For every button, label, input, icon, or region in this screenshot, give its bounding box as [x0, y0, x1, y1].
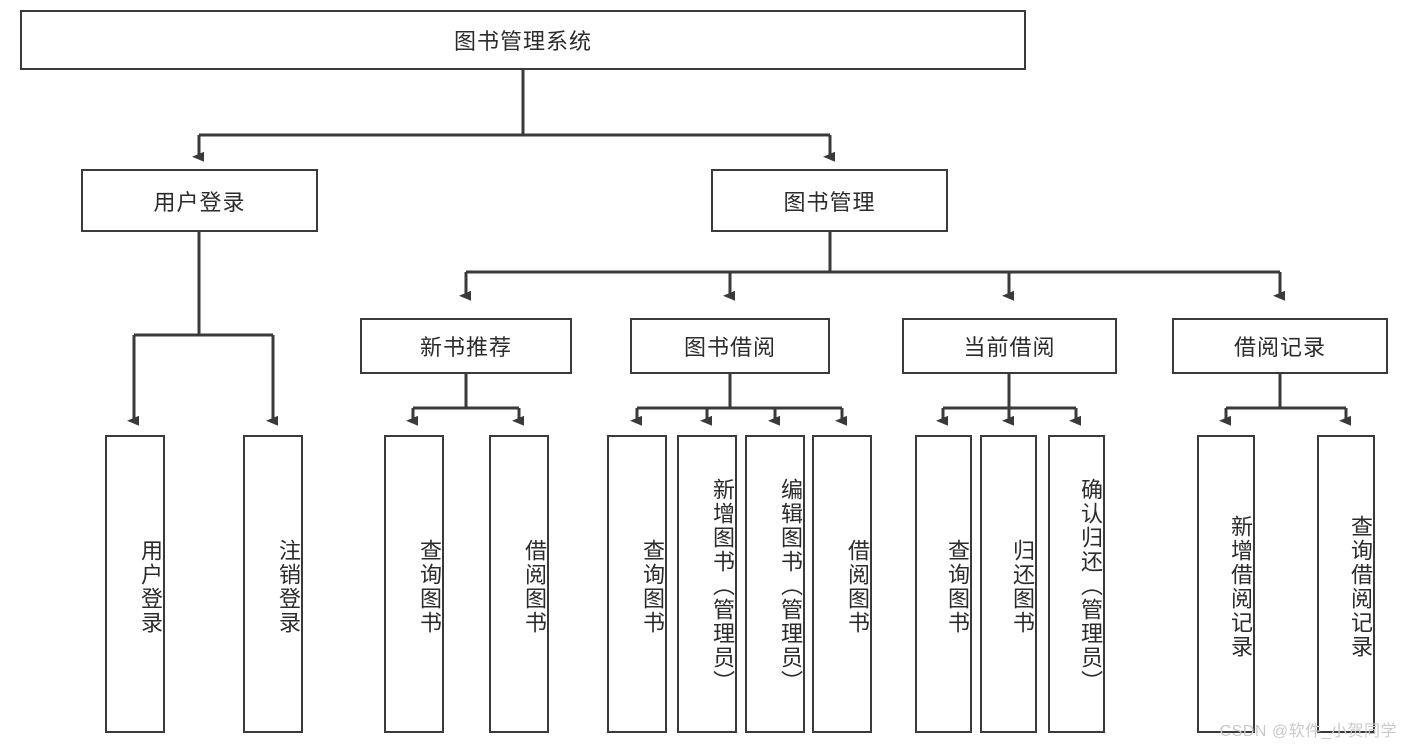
node-label: 图书管理系统 [453, 29, 592, 54]
leaf-current-return-book[interactable]: 归还图书 [980, 435, 1037, 733]
node-label: 查询图书 [945, 539, 970, 635]
leaf-record-add-borrow-record[interactable]: 新增借阅记录 [1197, 435, 1255, 733]
node-label: 编辑图书（管理员） [778, 478, 803, 694]
node-label: 注销登录 [276, 539, 301, 635]
node-label: 新增图书（管理员） [710, 478, 735, 694]
node-user-login[interactable]: 用户登录 [81, 169, 318, 232]
leaf-recommend-query-book[interactable]: 查询图书 [384, 435, 444, 733]
leaf-borrow-borrow-book[interactable]: 借阅图书 [812, 435, 872, 733]
leaf-current-query-book[interactable]: 查询图书 [915, 435, 972, 733]
node-label: 用户登录 [153, 189, 246, 215]
node-label: 查询图书 [640, 539, 665, 635]
leaf-borrow-edit-book-admin[interactable]: 编辑图书（管理员） [745, 435, 805, 733]
node-root-book-management-system[interactable]: 图书管理系统 [20, 10, 1026, 70]
csdn-watermark: CSDN @软件_小贺同学 [1219, 723, 1397, 740]
node-label: 新书推荐 [419, 335, 512, 360]
leaf-borrow-query-book[interactable]: 查询图书 [607, 435, 667, 733]
node-label: 当前借阅 [963, 335, 1056, 360]
node-label: 查询借阅记录 [1348, 515, 1373, 659]
node-borrow-record[interactable]: 借阅记录 [1172, 318, 1388, 374]
leaf-current-confirm-return-admin[interactable]: 确认归还（管理员） [1048, 435, 1105, 733]
node-label: 确认归还（管理员） [1078, 478, 1103, 694]
node-label: 归还图书 [1010, 539, 1035, 635]
node-label: 借阅图书 [845, 539, 870, 635]
node-label: 借阅图书 [522, 539, 547, 635]
leaf-user-login-login[interactable]: 用户登录 [105, 435, 165, 733]
node-label: 图书借阅 [683, 335, 776, 360]
leaf-recommend-borrow-book[interactable]: 借阅图书 [489, 435, 549, 733]
node-label: 借阅记录 [1233, 335, 1326, 360]
node-new-book-recommend[interactable]: 新书推荐 [360, 318, 572, 374]
node-book-borrow[interactable]: 图书借阅 [630, 318, 830, 374]
node-book-management[interactable]: 图书管理 [711, 169, 948, 232]
node-label: 图书管理 [783, 189, 876, 215]
node-label: 新增借阅记录 [1228, 515, 1253, 659]
node-current-borrow[interactable]: 当前借阅 [902, 318, 1117, 374]
node-label: 查询图书 [417, 539, 442, 635]
leaf-borrow-add-book-admin[interactable]: 新增图书（管理员） [677, 435, 737, 733]
leaf-record-query-borrow-record[interactable]: 查询借阅记录 [1317, 435, 1375, 733]
node-label: 用户登录 [138, 539, 163, 635]
leaf-user-login-logout[interactable]: 注销登录 [243, 435, 303, 733]
